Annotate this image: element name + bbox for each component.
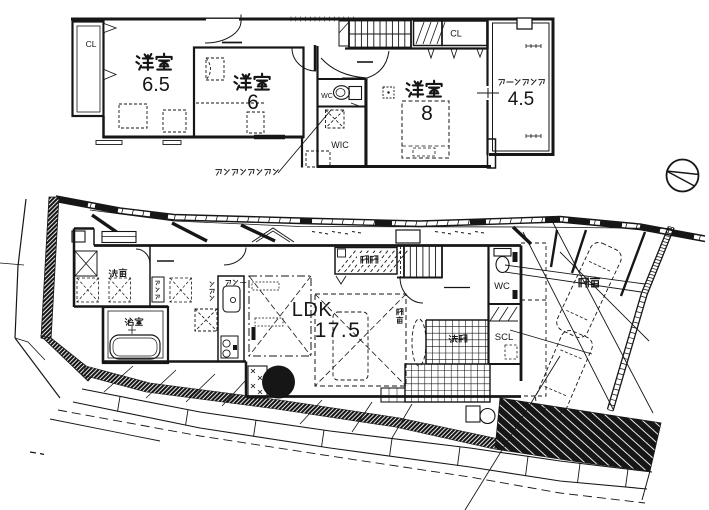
svg-text:WC: WC [321, 93, 333, 100]
svg-text:SCL: SCL [495, 332, 513, 343]
svg-text:4.5: 4.5 [508, 89, 534, 110]
svg-text:CL: CL [450, 29, 462, 39]
svg-text:LDK: LDK [292, 299, 333, 321]
svg-text:6: 6 [247, 91, 259, 114]
svg-text:6.5: 6.5 [142, 74, 170, 96]
svg-text:17.5: 17.5 [315, 319, 362, 342]
svg-text:8: 8 [421, 102, 433, 125]
svg-text:WIC: WIC [331, 140, 349, 150]
svg-text:WC: WC [494, 281, 510, 292]
svg-text:CL: CL [86, 39, 97, 49]
